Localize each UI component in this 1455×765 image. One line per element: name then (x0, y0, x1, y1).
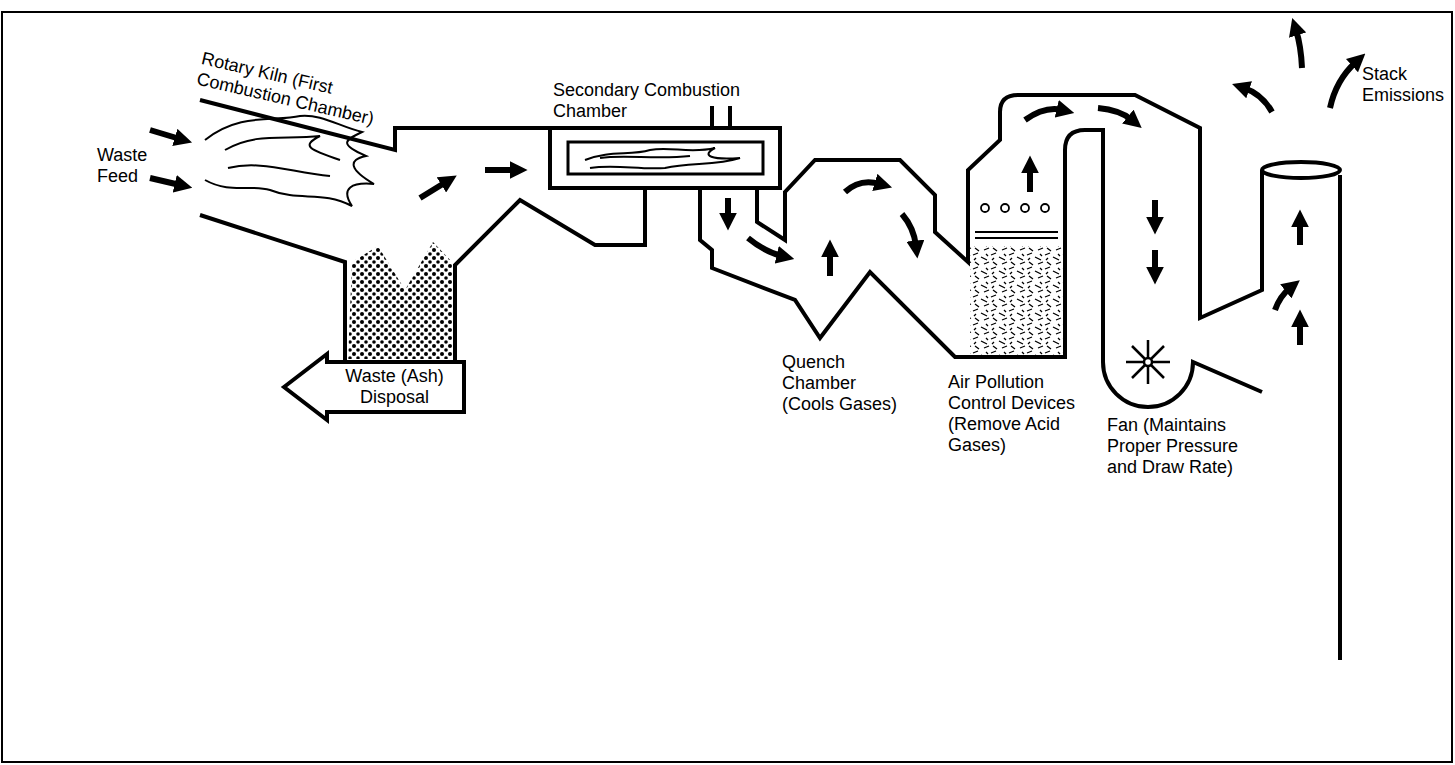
burner-stubs (712, 106, 730, 128)
part-label: Waste Feed (97, 145, 159, 187)
part-label: Rotary Kiln (First Combustion Chamber) (195, 48, 390, 132)
secondary-chamber-inner (568, 142, 763, 174)
part-label: Quench Chamber (Cools Gases) (782, 352, 907, 415)
part-label: Secondary Combustion Chamber (553, 80, 753, 122)
ash-particles (348, 242, 452, 359)
arrow-outline (284, 354, 464, 420)
spray-nozzles (981, 204, 1049, 212)
secondary-chamber (550, 128, 780, 188)
packing-support (975, 232, 1058, 238)
part-label: Fan (Maintains Proper Pressure and Draw … (1107, 415, 1247, 478)
stack-wall (1338, 175, 1342, 660)
node-text: Waste (Ash) Disposal (337, 366, 452, 408)
figure-frame (2, 12, 1452, 762)
stack-top (1262, 162, 1340, 178)
packing-media (970, 246, 1063, 355)
part-label: Air Pollution Control Devices (Remove Ac… (948, 372, 1093, 456)
flow-arrow (150, 30, 1356, 345)
disposal-arrow: Waste (Ash) Disposal (282, 352, 466, 422)
fan-rotor (1126, 340, 1170, 384)
kiln-hopper-wall (200, 188, 645, 362)
flame (205, 116, 740, 206)
part-label: Stack Emissions (1362, 64, 1450, 106)
